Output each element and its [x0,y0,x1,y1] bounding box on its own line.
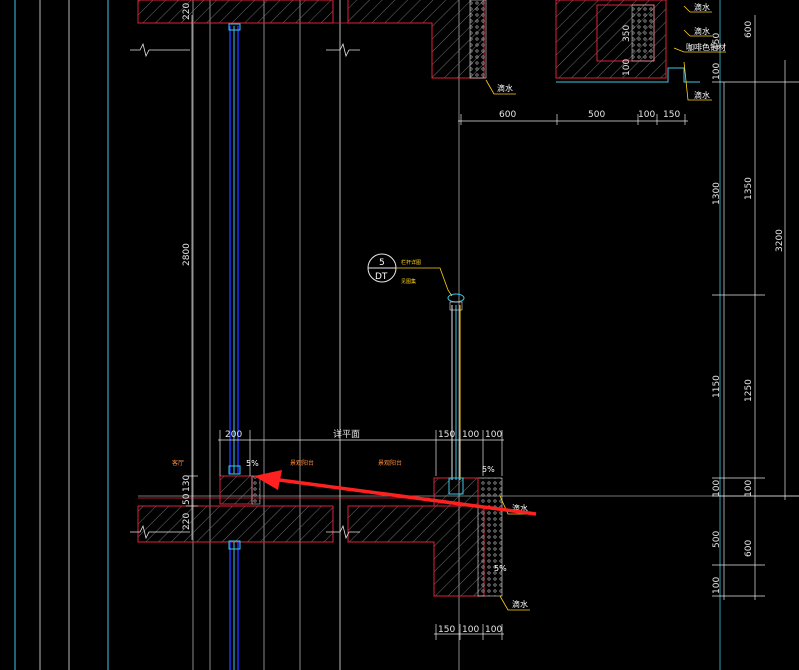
slope-bottom: 5% [494,564,507,573]
dim-right-100c: 100 [712,63,722,80]
dim-floor-200: 200 [225,430,242,440]
dim-floor-label: 详平面 [333,428,360,440]
bottom-dimension-chain [434,624,504,640]
dim-left-50: 50 [182,493,192,505]
dim-left-220-bottom: 220 [182,513,192,530]
dim-right-600-bottom: 600 [744,540,754,557]
dim-right-600-top: 600 [744,21,754,38]
slope-left: 5% [246,459,259,468]
drip-note-right: 滴水 [694,90,710,100]
bottom-slab [137,475,503,597]
dim-right-1150: 1150 [712,375,722,398]
dim-top-500: 500 [588,110,605,120]
dim-right-1350: 1350 [744,177,754,200]
rail-note-1: 栏杆详图 [401,259,421,266]
top-dimension-chain [458,114,688,125]
drip-note-bottom: 滴水 [512,599,528,609]
dim-left-220-top: 220 [182,3,192,20]
dim-right-100a: 100 [712,480,722,497]
dim-bottom-100a: 100 [462,625,479,635]
coffee-aluminum-note: 咖啡色铝材 [686,42,726,52]
dim-left-130: 130 [182,475,192,492]
dim-right-500: 500 [712,531,722,548]
dim-right-100-bottom: 100 [712,577,722,594]
drip-note-mid: 滴水 [512,503,528,513]
right-dimension-chain [712,15,799,600]
break-marks [130,42,360,540]
drip-note-top-right-1: 滴水 [694,2,710,12]
window-glass [228,23,241,670]
dim-right-1250: 1250 [744,379,754,402]
room-label-balcony-1: 景观阳台 [290,459,314,467]
top-slab [137,0,700,83]
detail-sheet: DT [375,272,388,282]
drip-note-top: 滴水 [497,83,513,93]
room-label-living: 客厅 [172,459,184,467]
vertical-axis-lines [14,0,721,670]
dim-right-450: 450 [712,33,722,50]
detail-number: 5 [379,258,385,268]
dim-floor-100a: 100 [462,430,479,440]
left-dimension-chain [186,15,198,540]
red-arrow [254,470,537,516]
dim-left-2800: 2800 [182,243,192,266]
dim-bottom-100b: 100 [485,625,502,635]
dim-right-1300: 1300 [712,182,722,205]
rail-note-2: 见图集 [401,278,416,285]
dim-floor-150: 150 [438,430,455,440]
dim-top-600: 600 [499,110,516,120]
drip-leaders [485,5,726,611]
dim-right-3200: 3200 [775,229,785,252]
slope-right: 5% [482,465,495,474]
dim-top-100: 100 [638,110,655,120]
dim-bottom-150: 150 [438,625,455,635]
dim-top-150: 150 [663,110,680,120]
dim-floor-100b: 100 [485,430,502,440]
railing [447,293,465,495]
dim-350: 350 [622,25,632,42]
drip-note-top-right-2: 滴水 [694,26,710,36]
detail-callout [367,253,453,297]
dim-right-100b: 100 [744,480,754,497]
floor-dimension-chain [218,430,504,476]
room-label-balcony-2: 景观阳台 [378,459,402,467]
dim-100-top: 100 [622,59,632,76]
